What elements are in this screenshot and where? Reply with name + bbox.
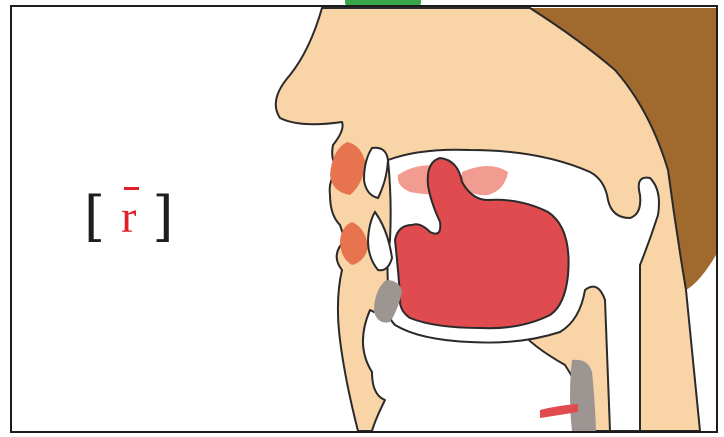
- close-bracket: ]: [152, 190, 173, 244]
- macron-mark: [124, 187, 139, 190]
- phoneme-label: [ r ]: [84, 182, 173, 252]
- phoneme-symbol-wrap: r: [121, 194, 136, 240]
- phoneme-symbol: r: [121, 191, 136, 242]
- open-bracket: [: [84, 190, 105, 244]
